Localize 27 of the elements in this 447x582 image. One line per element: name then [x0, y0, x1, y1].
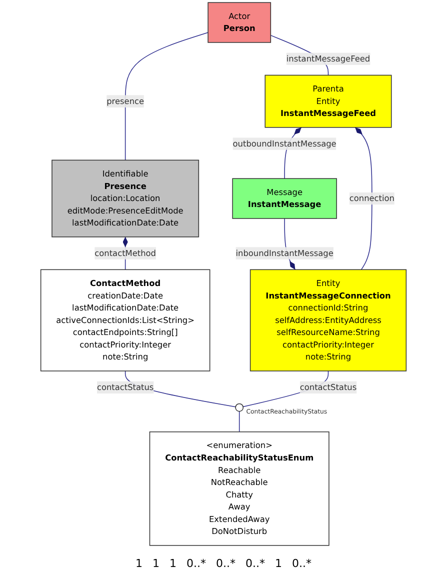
connector [124, 32, 208, 161]
multiplicity-label: 1 [136, 556, 142, 570]
node-box: Identifiable Presence location:Location editMode:PresenceEditMode lastModificationDate:Date [52, 160, 200, 238]
edge-label: contactStatus [300, 382, 357, 392]
node-circle [235, 403, 244, 412]
node-box: Actor Person [208, 2, 272, 43]
node-box: <enumeration> ContactReachabilityStatusEnum Reachable NotReachable Chatty Away ExtendedAway DoNotDisturb [149, 431, 330, 546]
multiplicity-label: 1 [275, 556, 282, 570]
multiplicity-label: 0..* [246, 556, 265, 570]
multiplicity-label: 0..* [292, 556, 312, 570]
edge-label: inboundInstantMessage [236, 248, 334, 258]
node-box: Parenta Entity InstantMessageFeed [264, 74, 392, 128]
edge-label: instantMessageFeed [286, 54, 370, 64]
node-box: ContactMethod creationDate:Date lastModificationDate:Date activeConnectionIds:List<String> contactEndpoints:String[] contactPriority:Integer note:String [40, 269, 210, 372]
edge-label: contactMethod [94, 248, 156, 258]
node-box: Entity InstantMessageConnection connectionId:String selfAddress:EntityAddress selfResourceName:String contactPriority:Integer note:String [250, 269, 407, 372]
edge-label: contactStatus [96, 382, 154, 392]
multiplicity-label: 0..* [216, 556, 236, 570]
multiplicity-label: 1 [170, 556, 176, 570]
edge-label: outboundInstantMessage [232, 138, 336, 148]
multiplicity-label: 1 [152, 556, 160, 570]
node-box: Message InstantMessage [232, 178, 337, 219]
connector [354, 127, 372, 270]
connector [238, 411, 240, 432]
multiplicity-label: 0..* [186, 556, 206, 570]
edge-label: presence [106, 96, 144, 106]
edge-label: connection [349, 193, 394, 204]
